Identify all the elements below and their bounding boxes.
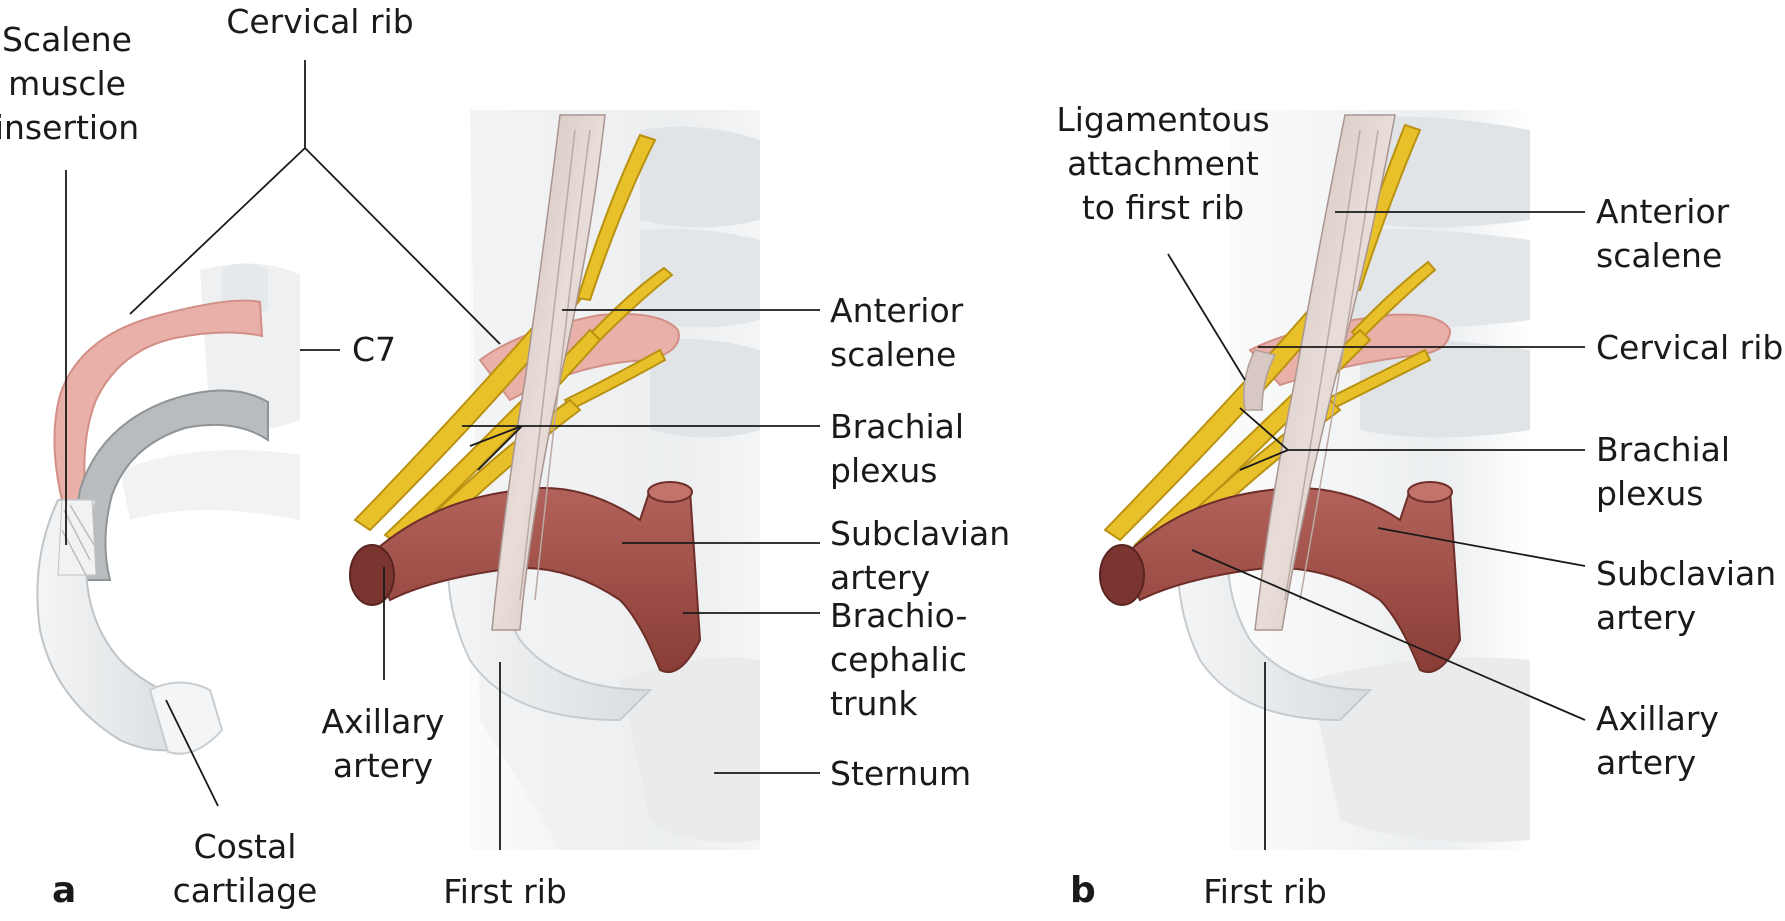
- label-first-rib-b: First rib: [1203, 872, 1327, 911]
- label-c7: C7: [352, 330, 397, 369]
- label-brachial-plexus-a: Brachial plexus: [830, 407, 965, 490]
- label-brachial-plexus-b: Brachial plexus: [1596, 430, 1731, 513]
- isolated-rib-illustration: [36, 263, 300, 755]
- panel-b-illustration: [1099, 110, 1530, 850]
- label-costal-cartilage: Costal cartilage: [172, 827, 318, 910]
- label-subclavian-artery-b: Subclavian artery: [1596, 554, 1777, 637]
- label-anterior-scalene-b: Anterior scalene: [1596, 192, 1730, 275]
- panel-letter-b: b: [1070, 870, 1096, 911]
- leader-lines: [65, 60, 1586, 850]
- panel-a-illustration: [349, 110, 760, 850]
- label-sternum: Sternum: [830, 754, 972, 793]
- label-ligamentous-attachment: Ligamentous attachment to first rib: [1056, 100, 1270, 227]
- label-scalene-insertion: Scalene muscle insertion: [0, 20, 140, 147]
- panel-letter-a: a: [52, 870, 77, 911]
- label-first-rib-a: First rib: [443, 872, 567, 911]
- label-brachiocephalic-trunk: Brachio- cephalic trunk: [830, 596, 968, 723]
- label-cervical-rib-b: Cervical rib: [1596, 328, 1784, 367]
- label-subclavian-artery-a: Subclavian artery: [830, 514, 1011, 597]
- label-axillary-artery-b: Axillary artery: [1596, 699, 1719, 782]
- label-anterior-scalene-a: Anterior scalene: [830, 291, 964, 374]
- label-axillary-artery-a: Axillary artery: [321, 702, 445, 785]
- label-cervical-rib-a: Cervical rib: [226, 2, 414, 41]
